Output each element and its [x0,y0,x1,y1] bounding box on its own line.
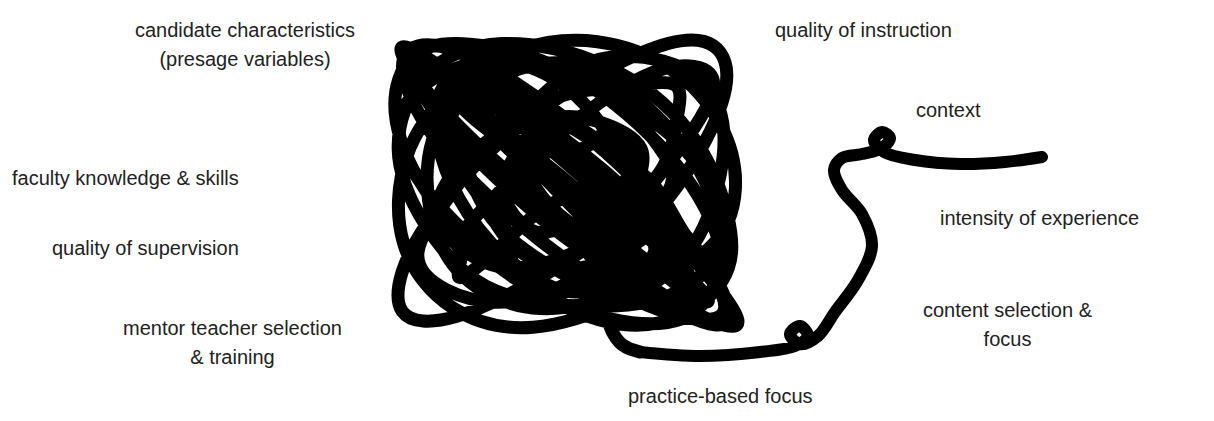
factor-label: faculty knowledge & skills [12,164,312,193]
factor-label: intensity of experience [940,204,1205,233]
factor-label: practice-based focus [628,382,888,411]
factor-label: quality of instruction [775,16,1035,45]
loose-strand [640,132,1042,356]
factor-label: quality of supervision [52,234,312,263]
factor-label: context [916,96,1036,125]
factor-label: candidate characteristics (presage varia… [105,16,385,74]
tangle-scribble [395,40,738,352]
factor-label: content selection & focus [900,296,1115,354]
factor-label: mentor teacher selection & training [120,314,345,372]
